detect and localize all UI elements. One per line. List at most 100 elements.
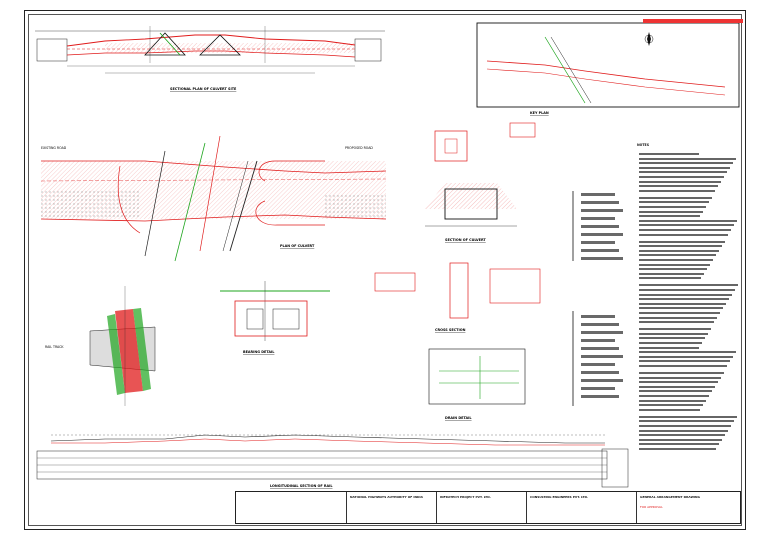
note-line [639,196,712,199]
note-line [639,328,711,331]
section-details: SECTION OF CULVERT CROSS SECTION DRAIN D… [374,122,541,420]
legend-row [581,355,623,358]
note-line [639,272,704,275]
legend-row [581,323,619,326]
note-line [639,346,699,349]
legend-row [581,315,615,318]
note-line [639,434,725,437]
engineering-drawing: SECTIONAL PLAN OF CULVERT SITE KEY PLAN [35,22,740,488]
note-line [639,245,722,248]
drawing-status: FOR APPROVAL [640,505,663,509]
legend-row [581,209,623,212]
note-line [639,438,722,441]
caption-long-section: LONGITUDINAL SECTION OF RAIL [270,484,333,488]
legend-row [581,249,619,252]
label-existing-road: EXISTING ROAD [41,146,67,150]
top-section-drawing: SECTIONAL PLAN OF CULVERT SITE [35,26,385,91]
note-line [639,224,734,227]
note-line [639,307,723,310]
legend-row [581,347,619,350]
caption-cross-section: CROSS SECTION [435,328,466,332]
note-line [639,171,727,174]
long-section-drawing: LONGITUDINAL SECTION OF RAIL [36,434,608,488]
note-line [639,415,737,418]
client-name: NATIONAL HIGHWAYS AUTHORITY OF INDIA [350,495,423,499]
legend-row [581,379,623,382]
skew-plan-drawing: RAIL TRACK [45,286,156,406]
note-line [639,293,732,296]
note-line [639,404,703,407]
note-line [639,376,721,379]
level-scale-columns [572,191,629,488]
note-line [639,342,702,344]
note-line [639,162,733,165]
legend-row [581,241,615,244]
note-line [639,233,728,236]
legend-row [581,395,619,398]
legend-row [581,201,619,204]
note-line [639,448,716,450]
note-line [639,395,709,397]
note-line [639,284,738,287]
title-block-client: NATIONAL HIGHWAYS AUTHORITY OF INDIA [346,492,437,523]
note-line [639,302,726,305]
legend-row [581,257,623,260]
title-block-contractor: INFRATECH PROJECT PVT. LTD. [436,492,527,523]
caption-plan-culvert: PLAN OF CULVERT [280,244,315,248]
note-line [639,215,700,218]
note-line [639,321,714,324]
note-line [639,201,709,204]
note-line [639,189,715,192]
note-line [639,360,730,363]
note-line [639,372,724,374]
note-line [639,210,703,213]
drawing-sheet: SECTIONAL PLAN OF CULVERT SITE KEY PLAN [24,10,746,530]
contractor-name: INFRATECH PROJECT PVT. LTD. [440,495,491,499]
note-line [639,425,731,427]
note-line [639,254,716,257]
note-line [639,385,715,388]
note-line [639,240,725,243]
caption-top-section: SECTIONAL PLAN OF CULVERT SITE [170,87,237,91]
note-line [639,185,718,188]
note-line [639,176,724,178]
title-block-consultant: CONSULTING ENGINEERS PVT. LTD. [526,492,637,523]
title-block-revisions [236,492,347,523]
note-line [639,289,735,291]
note-line [639,263,710,266]
note-line [639,268,707,271]
note-line [639,337,705,340]
legend-row [581,217,615,220]
note-line [639,277,701,280]
legend-row [581,363,615,366]
note-line [639,180,721,183]
note-line [639,219,737,222]
label-proposed-road: PROPOSED ROAD [345,146,373,150]
legend-row [581,193,615,196]
note-line [639,355,733,358]
legend-row [581,225,619,228]
legend-row [581,233,623,236]
note-line [639,157,736,160]
drawing-title: GENERAL ARRANGEMENT DRAWING [640,495,700,499]
bearing-detail-drawing: BEARING DETAIL [220,281,330,354]
note-line [639,365,727,367]
caption-drain-detail: DRAIN DETAIL [445,416,472,420]
legend-row [581,371,619,374]
note-line [639,399,706,402]
label-rail-track: RAIL TRACK [45,345,64,349]
note-line [639,351,736,354]
note-line [639,408,700,411]
plan-culvert-drawing: EXISTING ROAD PROPOSED ROAD PLAN OF CULV… [40,135,387,262]
note-line [639,166,730,169]
note-line [639,332,708,335]
notes-panel: NOTES [633,143,741,453]
note-line [639,312,720,314]
title-block-drawing: GENERAL ARRANGEMENT DRAWING FOR APPROVAL [636,492,742,523]
note-line [639,229,731,231]
note-line [639,443,719,446]
note-line [639,298,729,301]
note-line [639,206,706,208]
caption-bearing-detail: BEARING DETAIL [243,350,275,354]
revision-banner [643,19,743,23]
